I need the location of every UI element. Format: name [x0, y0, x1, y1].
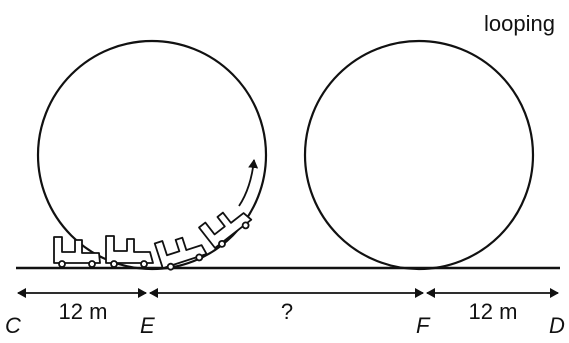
point-label-c: C: [5, 313, 21, 338]
roller-coaster-car-icon: [105, 235, 154, 268]
coaster-train: [53, 211, 253, 271]
point-label-e: E: [140, 313, 155, 338]
distance-label-fd: 12 m: [469, 299, 518, 324]
roller-coaster-car-icon: [53, 236, 101, 268]
point-label-f: F: [416, 313, 431, 338]
roller-coaster-car-icon: [198, 211, 253, 249]
point-label-d: D: [549, 313, 565, 338]
diagram-title: looping: [484, 11, 555, 36]
right-loop-circle: [303, 39, 535, 271]
distance-label-ef: ?: [281, 299, 293, 324]
roller-coaster-car-icon: [153, 236, 208, 271]
motion-arrow-icon: [238, 159, 259, 207]
distance-label-ce: 12 m: [59, 299, 108, 324]
